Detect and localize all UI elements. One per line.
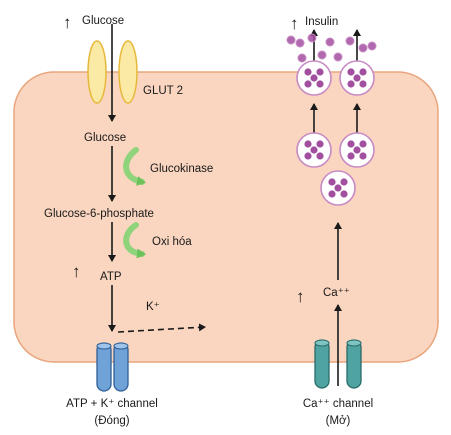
insulin-granule xyxy=(304,68,312,76)
insulin-up-indicator: ↑ xyxy=(290,14,299,33)
insulin-granule xyxy=(347,80,355,88)
insulin-granule xyxy=(316,140,324,148)
katp-channel-label: ATP + K⁺ channel xyxy=(66,398,158,410)
released-insulin-granules xyxy=(286,33,377,63)
oxidation-arrow xyxy=(123,222,146,259)
insulin-granule xyxy=(304,80,312,88)
insulin-granule xyxy=(316,68,324,76)
ca-channel-label: Ca⁺⁺ channel xyxy=(303,398,373,410)
atp-label: ATP xyxy=(100,271,122,283)
katp-state-label: (Đóng) xyxy=(94,415,129,427)
glucokinase-label: Glucokinase xyxy=(150,163,213,175)
insulin-granule xyxy=(340,178,348,186)
released-insulin-granule xyxy=(345,36,355,46)
ca-up-indicator: ↑ xyxy=(296,287,305,306)
glucose-up-indicator: ↑ xyxy=(63,13,72,32)
released-insulin-granule xyxy=(317,50,327,60)
ca-channel xyxy=(314,339,362,389)
ca-state-label: (Mở) xyxy=(326,415,351,427)
g6p-label: Glucose-6-phosphate xyxy=(44,208,154,220)
insulin-label: Insulin xyxy=(305,16,338,28)
insulin-granule xyxy=(353,74,361,82)
insulin-granule xyxy=(328,178,336,186)
glucose-inside-label: Glucose xyxy=(84,132,126,144)
insulin-granule xyxy=(316,152,324,160)
insulin-granule xyxy=(316,80,324,88)
insulin-granule xyxy=(359,80,367,88)
insulin-granule xyxy=(334,184,342,192)
glut2-transporter xyxy=(87,40,138,104)
insulin-granule xyxy=(347,140,355,148)
insulin-granule xyxy=(359,152,367,160)
insulin-granule xyxy=(347,68,355,76)
released-insulin-granule xyxy=(367,41,377,51)
released-insulin-granule xyxy=(295,38,305,48)
katp-channel xyxy=(96,342,129,392)
k-ion-label: K⁺ xyxy=(146,301,160,313)
released-insulin-granule xyxy=(358,43,368,53)
beta-cell xyxy=(13,71,439,363)
released-insulin-granule xyxy=(297,53,307,63)
oxidation-label: Oxi hóa xyxy=(152,236,192,248)
insulin-granule xyxy=(304,152,312,160)
insulin-granule xyxy=(340,190,348,198)
insulin-granule xyxy=(310,74,318,82)
insulin-granule xyxy=(304,140,312,148)
insulin-granule xyxy=(347,152,355,160)
insulin-granule xyxy=(359,68,367,76)
released-insulin-granule xyxy=(333,52,343,62)
glut2-label: GLUT 2 xyxy=(143,85,183,97)
insulin-vesicles xyxy=(296,60,375,206)
released-insulin-granule xyxy=(307,33,317,43)
released-insulin-granule xyxy=(325,37,335,47)
insulin-granule xyxy=(359,140,367,148)
released-insulin-granule xyxy=(286,35,296,45)
insulin-granule xyxy=(353,146,361,154)
glucokinase-arrow xyxy=(123,147,146,186)
insulin-granule xyxy=(310,146,318,154)
glucose-outside-label: Glucose xyxy=(82,15,124,27)
insulin-granule xyxy=(328,190,336,198)
k-efflux-arrow xyxy=(117,323,206,333)
atp-up-indicator: ↑ xyxy=(72,262,81,281)
ca-ion-label: Ca⁺⁺ xyxy=(323,287,350,299)
